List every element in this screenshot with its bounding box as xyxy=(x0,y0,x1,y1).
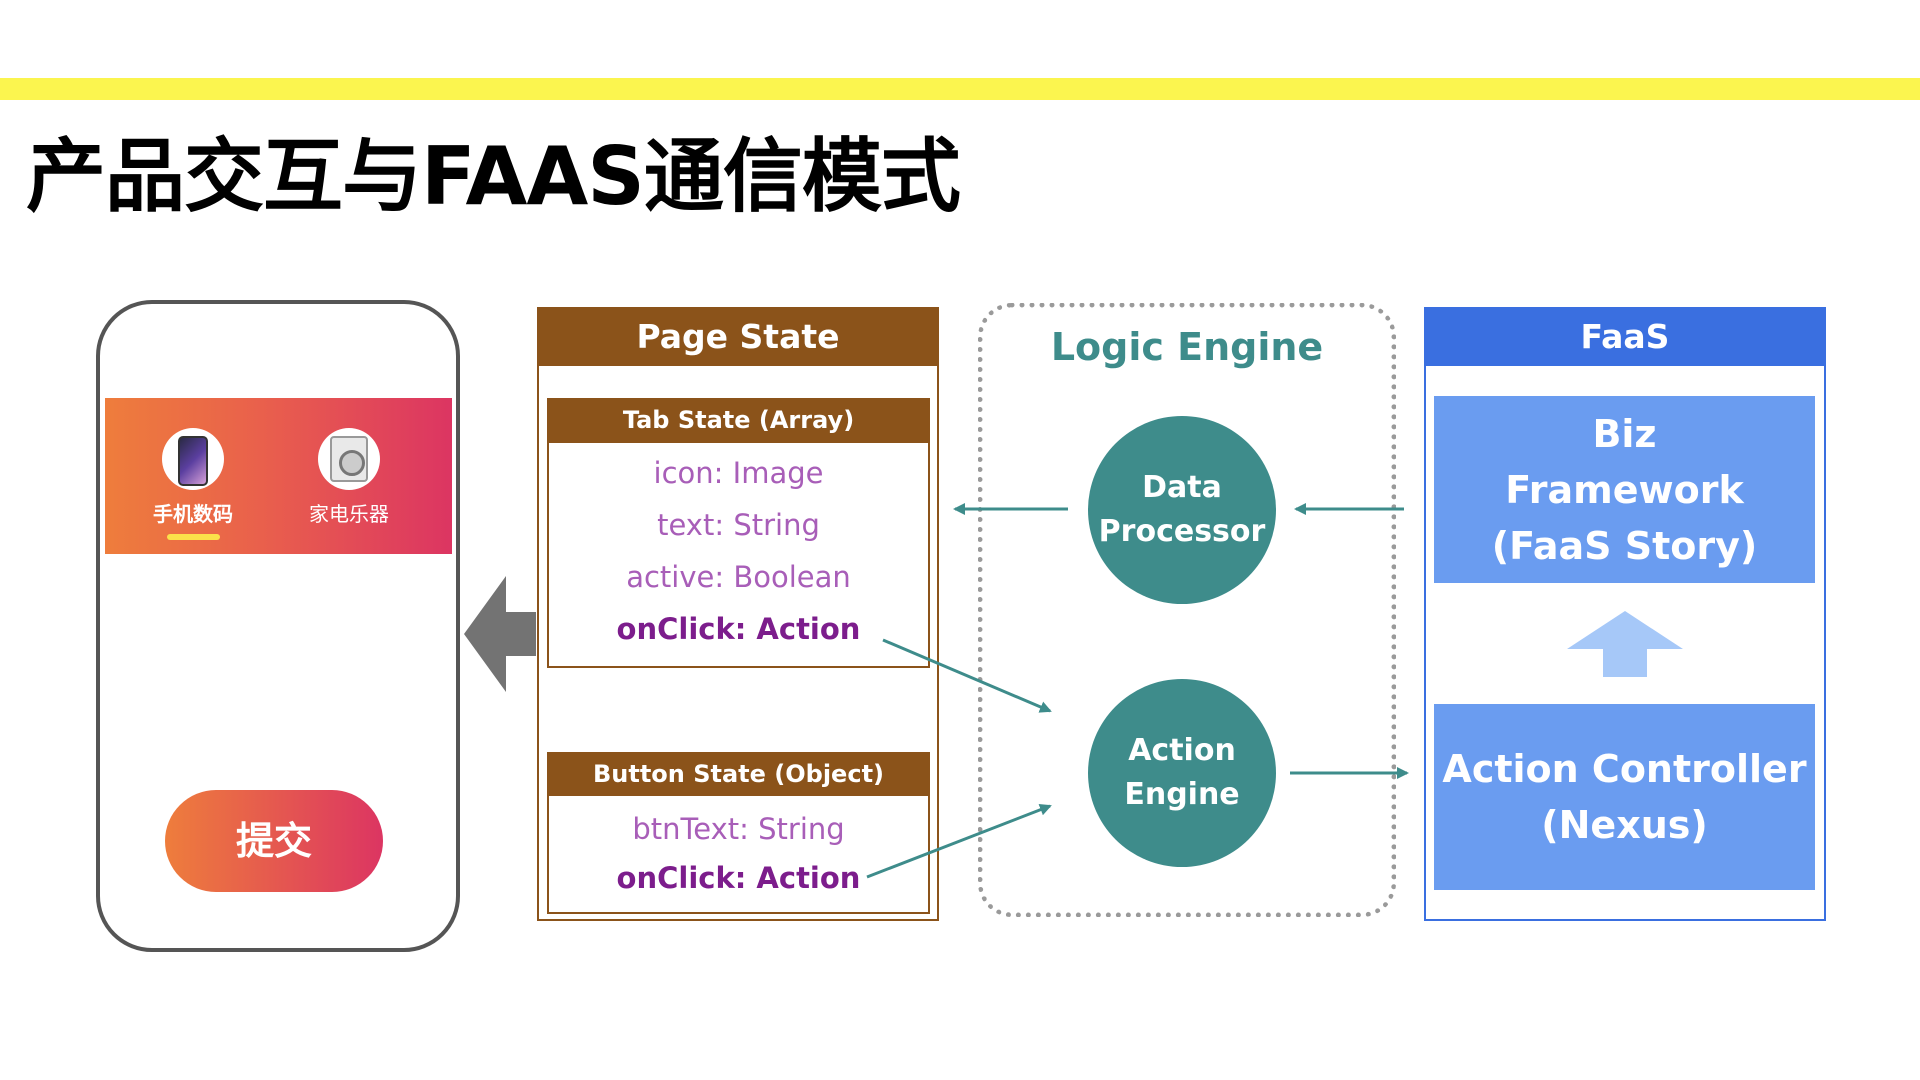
data-processor-line-2: Processor xyxy=(1098,514,1266,549)
tab-label: 手机数码 xyxy=(153,502,233,526)
left-arrow-icon xyxy=(464,576,536,692)
logic-engine-title: Logic Engine xyxy=(1050,325,1324,369)
biz-framework-line-3: (FaaS Story) xyxy=(1491,523,1758,568)
faas-header: FaaS xyxy=(1424,307,1826,366)
biz-framework-box: Biz Framework (FaaS Story) xyxy=(1434,396,1815,583)
button-state-header: Button State (Object) xyxy=(547,752,930,796)
action-controller-line-2: (Nexus) xyxy=(1541,803,1708,847)
button-field-btntext: btnText: String xyxy=(632,812,845,846)
action-engine-line-2: Engine xyxy=(1124,777,1240,812)
tab-digital[interactable]: 手机数码 xyxy=(138,428,248,527)
tab-field-onclick: onClick: Action xyxy=(616,612,861,646)
tab-field-text: text: String xyxy=(657,508,820,542)
arrow-button-onclick-to-action-engine xyxy=(866,804,1052,879)
action-controller-box: Action Controller (Nexus) xyxy=(1434,704,1815,890)
data-processor-node: Data Processor xyxy=(1088,416,1276,604)
action-engine-node: Action Engine xyxy=(1088,679,1276,867)
tab-label: 家电乐器 xyxy=(309,502,389,526)
button-field-onclick: onClick: Action xyxy=(616,861,861,895)
action-controller-line-1: Action Controller xyxy=(1442,747,1807,791)
action-engine-line-1: Action xyxy=(1128,733,1236,768)
tab-state-header: Tab State (Array) xyxy=(547,398,930,443)
logic-engine-container xyxy=(978,303,1396,917)
slide-title: 产品交互与FAAS通信模式 xyxy=(26,130,961,223)
tab-field-icon: icon: Image xyxy=(653,456,824,490)
up-arrow-icon xyxy=(1567,611,1683,677)
biz-framework-line-2: Framework xyxy=(1505,467,1744,512)
tab-field-active: active: Boolean xyxy=(626,560,851,594)
washing-machine-icon xyxy=(318,428,380,490)
tab-state-box xyxy=(547,398,930,668)
biz-framework-line-1: Biz xyxy=(1592,411,1657,456)
submit-button[interactable]: 提交 xyxy=(165,790,383,892)
smartphone-icon xyxy=(162,428,224,490)
page-state-header: Page State xyxy=(537,307,939,366)
active-tab-indicator xyxy=(167,534,220,540)
accent-bar xyxy=(0,78,1920,100)
data-processor-line-1: Data xyxy=(1142,470,1222,505)
category-tab-bar xyxy=(105,398,452,554)
arrow-tab-onclick-to-action-engine xyxy=(882,638,1052,713)
tab-appliances[interactable]: 家电乐器 xyxy=(294,428,404,527)
